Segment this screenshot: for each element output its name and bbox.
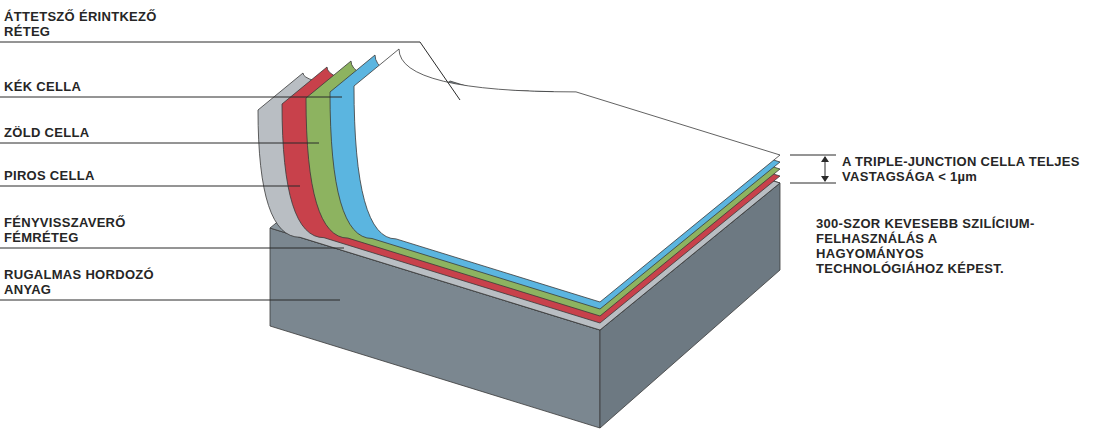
note-text: A TRIPLE-JUNCTION CELLA TELJES VASTAGSÁG… xyxy=(842,154,1092,184)
dimension-arrow xyxy=(825,157,826,181)
transparent-contact-layer xyxy=(354,49,780,302)
part-label: ÁTTETSZŐ ÉRINTKEZŐ RÉTEG xyxy=(4,9,164,39)
dimension-tick xyxy=(790,183,836,184)
leader-line xyxy=(0,97,342,98)
dimension-tick xyxy=(790,155,836,156)
leader-line xyxy=(0,42,460,100)
part-label: ZÖLD CELLA xyxy=(4,125,224,140)
leader-line xyxy=(0,186,300,187)
leader-line xyxy=(0,248,344,249)
part-label: KÉK CELLA xyxy=(4,79,224,94)
note-text: 300-SZOR KEVESEBB SZILÍCIUM-FELHASZNÁLÁS… xyxy=(816,216,1038,276)
part-label: PIROS CELLA xyxy=(4,168,224,183)
part-label: FÉNYVISSZAVERŐ FÉMRÉTEG xyxy=(4,215,174,245)
part-label: RUGALMAS HORDOZÓ ANYAG xyxy=(4,267,179,297)
leader-line xyxy=(0,300,340,301)
leader-line xyxy=(0,143,319,144)
